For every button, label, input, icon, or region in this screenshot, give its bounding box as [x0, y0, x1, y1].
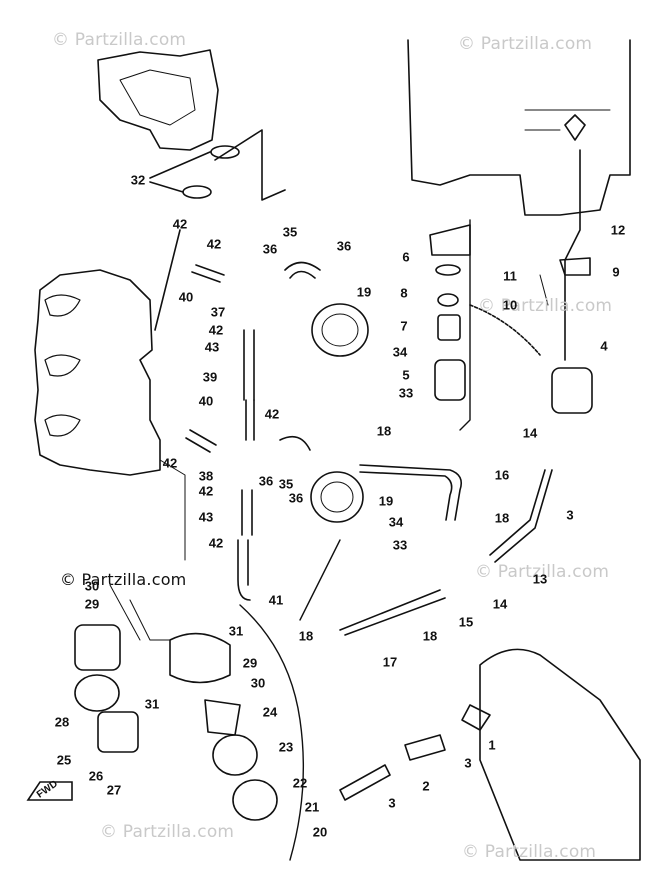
hose-35a — [284, 261, 321, 279]
callout-29: 29 — [242, 655, 258, 671]
hose-40a — [191, 264, 225, 283]
callout-36: 36 — [258, 473, 274, 489]
callout-3: 3 — [388, 795, 396, 811]
callout-19: 19 — [356, 284, 372, 300]
fuel-line-upper-right — [564, 149, 581, 361]
callout-33: 33 — [392, 537, 408, 553]
callout-4: 4 — [600, 338, 608, 354]
lower-unit-outline — [479, 648, 641, 861]
callout-1: 1 — [488, 737, 496, 753]
callout-30: 30 — [250, 675, 266, 691]
callout-43: 43 — [204, 339, 220, 355]
callout-14: 14 — [522, 425, 538, 441]
callout-38: 38 — [198, 468, 214, 484]
hose-41 — [237, 539, 251, 601]
hose-13 — [489, 469, 553, 563]
callout-11: 11 — [503, 268, 517, 284]
callout-40: 40 — [198, 393, 214, 409]
callout-10: 10 — [502, 297, 518, 313]
gasket-32a — [210, 145, 240, 159]
watermark-mid-right: © Partzilla.com — [475, 562, 610, 582]
callout-13: 13 — [532, 571, 548, 587]
watermark-bottom-right: © Partzilla.com — [462, 842, 597, 862]
callout-22: 22 — [292, 775, 308, 791]
callout-42: 42 — [198, 483, 214, 499]
callout-36: 36 — [288, 490, 304, 506]
callout-5: 5 — [402, 367, 410, 383]
callout-18: 18 — [494, 510, 510, 526]
callout-42: 42 — [162, 455, 178, 471]
callout-3: 3 — [464, 755, 472, 771]
callout-28: 28 — [54, 714, 70, 730]
intake-plate-outline — [97, 49, 219, 151]
powerhead-outline — [407, 39, 631, 216]
fuel-pump-upper — [311, 303, 369, 357]
callout-36: 36 — [262, 241, 278, 257]
callout-33: 33 — [398, 385, 414, 401]
hose-17 — [339, 589, 446, 636]
callout-18: 18 — [298, 628, 314, 644]
callout-41: 41 — [268, 592, 284, 608]
callout-30: 30 — [84, 578, 100, 594]
callout-18: 18 — [422, 628, 438, 644]
callout-2: 2 — [422, 778, 430, 794]
callout-32: 32 — [130, 172, 146, 188]
callout-12: 12 — [610, 222, 626, 238]
callout-35: 35 — [282, 224, 298, 240]
callout-6: 6 — [402, 249, 410, 265]
pump-cover-28 — [74, 624, 121, 671]
hose-16 — [359, 464, 463, 521]
callout-42: 42 — [172, 216, 188, 232]
callout-42: 42 — [208, 322, 224, 338]
callout-42: 42 — [264, 406, 280, 422]
callout-26: 26 — [88, 768, 104, 784]
callout-7: 7 — [400, 318, 408, 334]
callout-16: 16 — [494, 467, 510, 483]
hose-35b — [279, 435, 311, 451]
cylinder-block-outline — [34, 269, 161, 476]
callout-23: 23 — [278, 739, 294, 755]
watermark-center-right: © Partzilla.com — [478, 296, 613, 316]
hose-43b — [241, 489, 253, 536]
callout-39: 39 — [202, 369, 218, 385]
hose-43a — [243, 329, 255, 401]
callout-35: 35 — [278, 476, 294, 492]
callout-18: 18 — [376, 423, 392, 439]
gasket-32b — [182, 185, 212, 199]
callout-15: 15 — [458, 614, 474, 630]
callout-20: 20 — [312, 824, 328, 840]
callout-17: 17 — [382, 654, 398, 670]
watermark-top-left: © Partzilla.com — [52, 30, 187, 50]
callout-21: 21 — [304, 799, 320, 815]
fuel-filter-4 — [551, 367, 593, 414]
callout-42: 42 — [208, 535, 224, 551]
callout-34: 34 — [388, 514, 404, 530]
hose-39 — [245, 399, 255, 441]
callout-24: 24 — [262, 704, 278, 720]
callout-31: 31 — [228, 623, 244, 639]
callout-8: 8 — [400, 285, 408, 301]
callout-43: 43 — [198, 509, 214, 525]
callout-29: 29 — [84, 596, 100, 612]
callout-27: 27 — [106, 782, 122, 798]
callout-37: 37 — [210, 304, 226, 320]
callout-9: 9 — [612, 264, 620, 280]
callout-3: 3 — [566, 507, 574, 523]
callout-34: 34 — [392, 344, 408, 360]
hose-40b — [185, 429, 217, 453]
callout-19: 19 — [378, 493, 394, 509]
callout-42: 42 — [206, 236, 222, 252]
fuel-pump-lower — [310, 471, 364, 523]
watermark-top-right: © Partzilla.com — [458, 34, 593, 54]
callout-25: 25 — [56, 752, 72, 768]
callout-31: 31 — [144, 696, 160, 712]
watermark-bottom-left: © Partzilla.com — [100, 822, 235, 842]
callout-36: 36 — [336, 238, 352, 254]
callout-14: 14 — [492, 596, 508, 612]
fwd-arrow — [26, 781, 73, 801]
fuel-filter-cup — [434, 359, 466, 401]
callout-40: 40 — [178, 289, 194, 305]
watermark-mid-left: © Partzilla.com — [60, 570, 187, 589]
